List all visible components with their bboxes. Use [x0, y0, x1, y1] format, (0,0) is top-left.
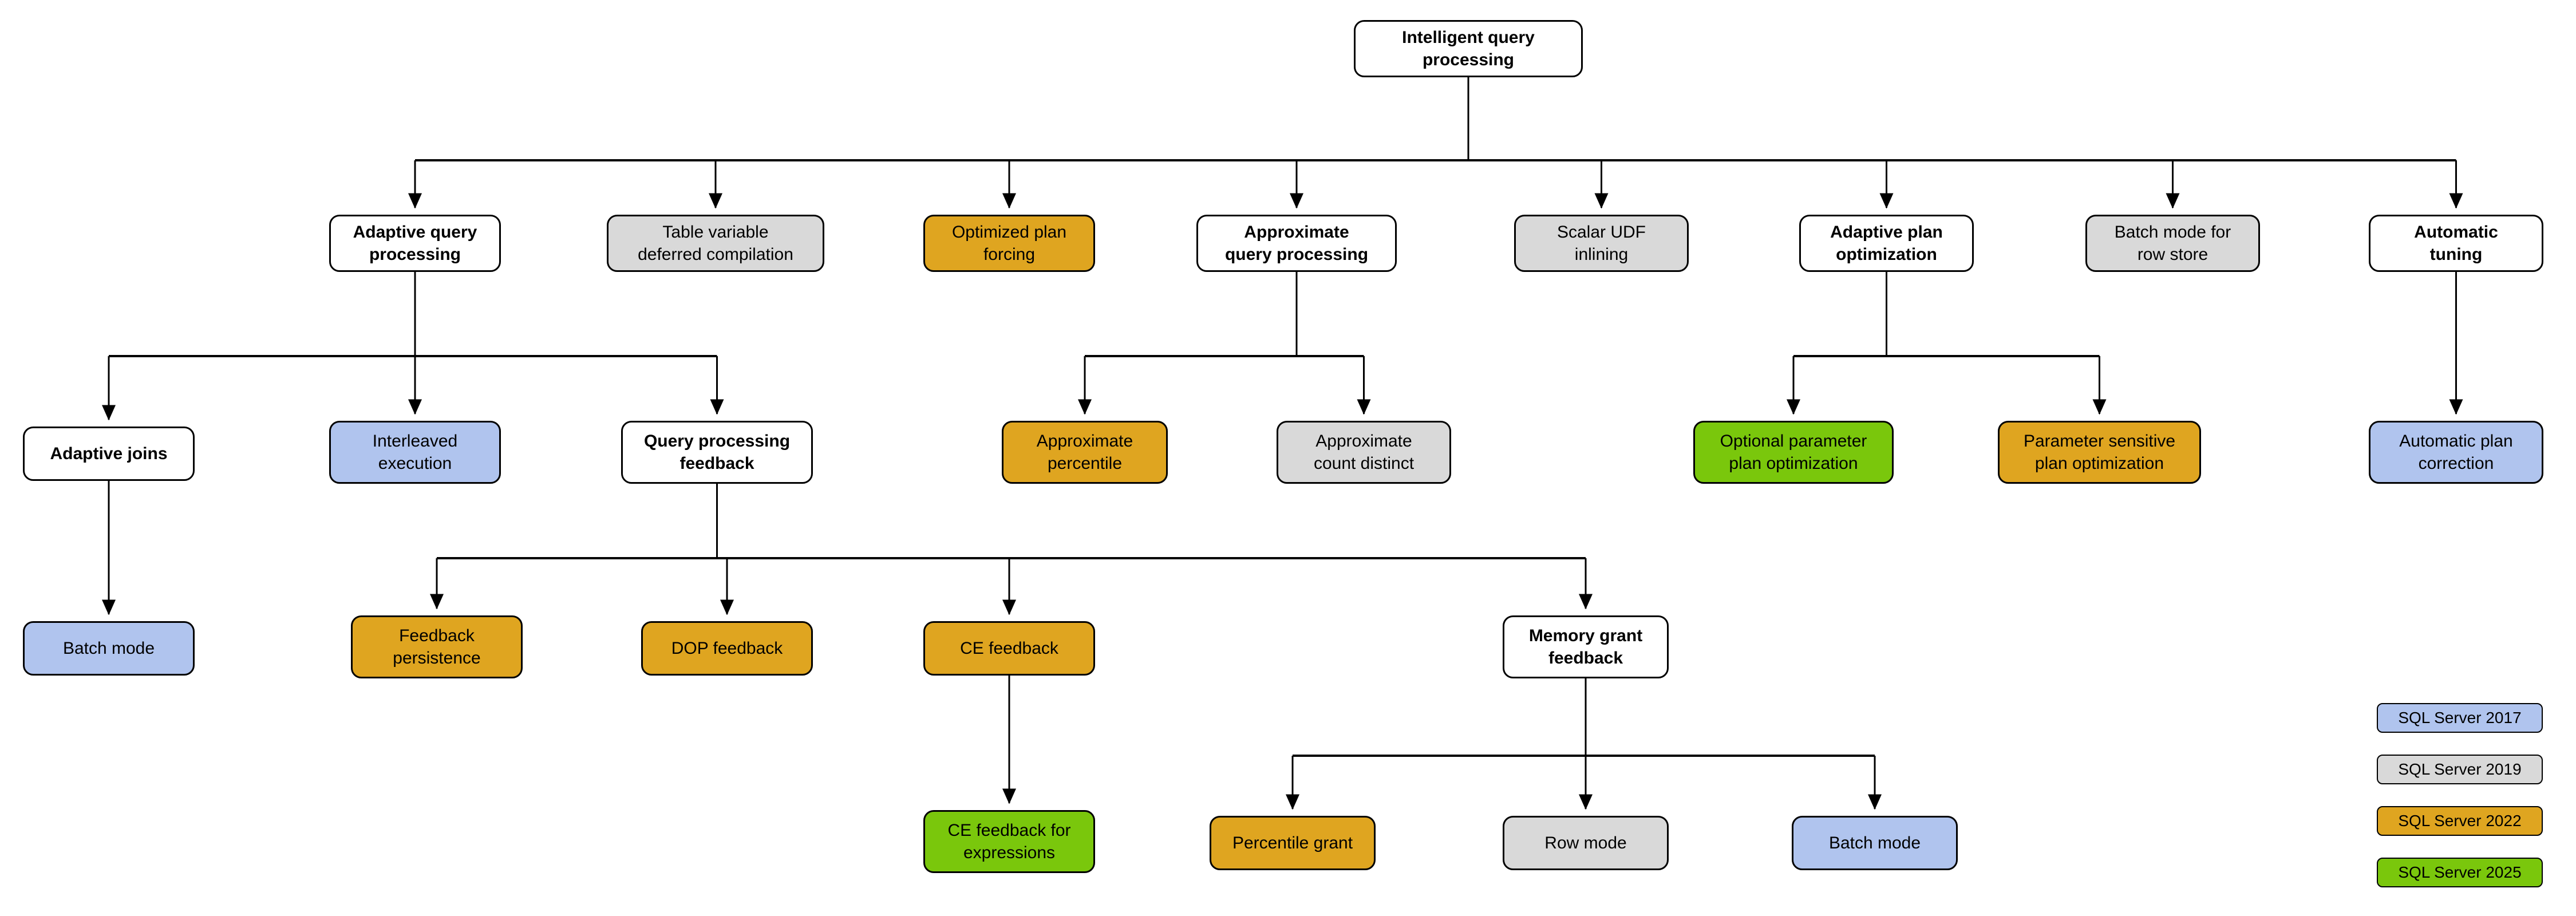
- node-batch-mode[interactable]: Batch mode: [23, 621, 195, 676]
- legend-sql-server-2019: SQL Server 2019: [2377, 755, 2543, 784]
- node-optimized-plan-forcing[interactable]: Optimized plan forcing: [923, 215, 1095, 272]
- node-memory-grant-feedback[interactable]: Memory grant feedback: [1503, 615, 1669, 678]
- legend-sql-server-2025: SQL Server 2025: [2377, 858, 2543, 887]
- node-automatic-plan-correction[interactable]: Automatic plan correction: [2369, 421, 2543, 484]
- node-adaptive-query-processing[interactable]: Adaptive query processing: [329, 215, 501, 272]
- node-batch-mode[interactable]: Batch mode: [1792, 816, 1958, 870]
- node-automatic-tuning[interactable]: Automatic tuning: [2369, 215, 2543, 272]
- node-batch-mode-for-row-store[interactable]: Batch mode for row store: [2085, 215, 2260, 272]
- node-feedback-persistence[interactable]: Feedback persistence: [351, 615, 523, 678]
- node-percentile-grant[interactable]: Percentile grant: [1210, 816, 1376, 870]
- node-adaptive-plan-optimization[interactable]: Adaptive plan optimization: [1799, 215, 1974, 272]
- node-scalar-udf-inlining[interactable]: Scalar UDF inlining: [1514, 215, 1689, 272]
- node-query-processing-feedback[interactable]: Query processing feedback: [621, 421, 813, 484]
- node-table-variable-deferred-compilation[interactable]: Table variable deferred compilation: [607, 215, 824, 272]
- node-intelligent-query-processing[interactable]: Intelligent query processing: [1354, 20, 1583, 77]
- node-approximate-query-processing[interactable]: Approximate query processing: [1196, 215, 1397, 272]
- legend-sql-server-2017: SQL Server 2017: [2377, 703, 2543, 733]
- node-interleaved-execution[interactable]: Interleaved execution: [329, 421, 501, 484]
- legend-sql-server-2022: SQL Server 2022: [2377, 806, 2543, 836]
- node-dop-feedback[interactable]: DOP feedback: [641, 621, 813, 676]
- node-row-mode[interactable]: Row mode: [1503, 816, 1669, 870]
- node-adaptive-joins[interactable]: Adaptive joins: [23, 427, 195, 481]
- node-ce-feedback-for-expressions[interactable]: CE feedback for expressions: [923, 810, 1095, 873]
- node-approximate-percentile[interactable]: Approximate percentile: [1002, 421, 1168, 484]
- node-ce-feedback[interactable]: CE feedback: [923, 621, 1095, 676]
- node-optional-parameter-plan-optimization[interactable]: Optional parameter plan optimization: [1693, 421, 1894, 484]
- node-parameter-sensitive-plan-optimization[interactable]: Parameter sensitive plan optimization: [1998, 421, 2201, 484]
- node-approximate-count-distinct[interactable]: Approximate count distinct: [1277, 421, 1451, 484]
